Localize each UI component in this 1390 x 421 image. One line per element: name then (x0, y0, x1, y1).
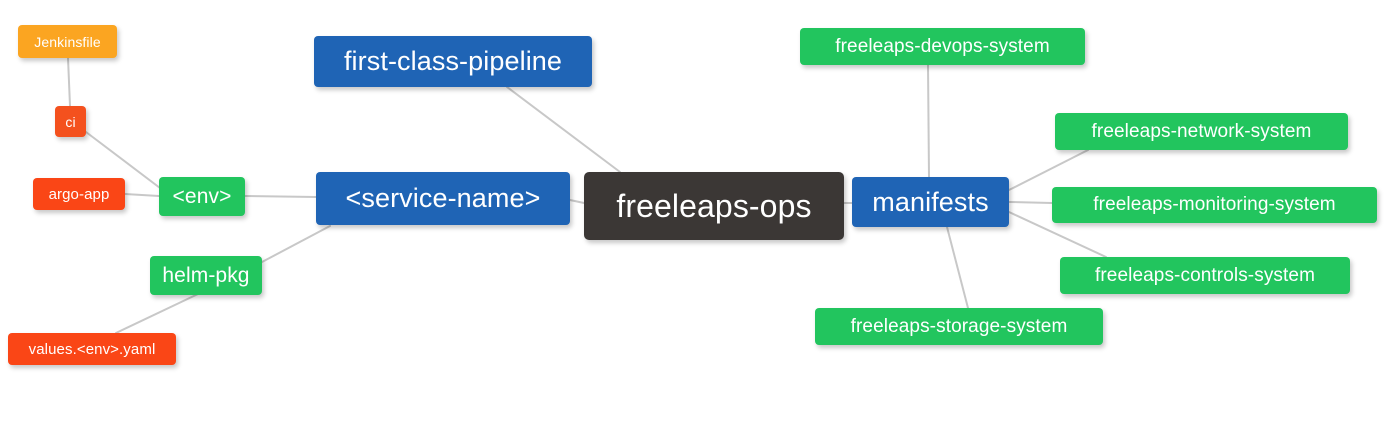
edge-service-name-to-helm-pkg (261, 225, 331, 263)
node-argo-app[interactable]: argo-app (33, 178, 125, 210)
edge-jenkinsfile-to-ci (67, 57, 71, 107)
node-jenkinsfile[interactable]: Jenkinsfile (18, 25, 117, 58)
node-first-class-pipeline[interactable]: first-class-pipeline (314, 36, 592, 87)
edge-manifests-to-network-system (1008, 149, 1089, 191)
edge-argo-app-to-env (124, 193, 160, 197)
edge-manifests-to-monitoring-system (1008, 201, 1053, 204)
node-manifests[interactable]: manifests (852, 177, 1009, 227)
node-freeleaps-ops[interactable]: freeleaps-ops (584, 172, 844, 240)
node-storage-system[interactable]: freeleaps-storage-system (815, 308, 1103, 345)
edge-service-name-to-freeleaps-ops (569, 199, 585, 204)
node-ci[interactable]: ci (55, 106, 86, 137)
edge-helm-pkg-to-values-yaml (115, 293, 199, 334)
edge-manifests-to-devops-system (927, 64, 930, 178)
node-network-system[interactable]: freeleaps-network-system (1055, 113, 1348, 150)
node-helm-pkg[interactable]: helm-pkg (150, 256, 262, 295)
edge-env-to-service-name (244, 195, 317, 198)
node-devops-system[interactable]: freeleaps-devops-system (800, 28, 1085, 65)
edge-manifests-to-storage-system (946, 226, 969, 309)
edge-first-class-pipeline-to-freeleaps-ops (506, 86, 621, 173)
node-service-name[interactable]: <service-name> (316, 172, 570, 225)
node-values-yaml[interactable]: values.<env>.yaml (8, 333, 176, 365)
node-env[interactable]: <env> (159, 177, 245, 216)
node-monitoring-system[interactable]: freeleaps-monitoring-system (1052, 187, 1377, 223)
node-controls-system[interactable]: freeleaps-controls-system (1060, 257, 1350, 294)
